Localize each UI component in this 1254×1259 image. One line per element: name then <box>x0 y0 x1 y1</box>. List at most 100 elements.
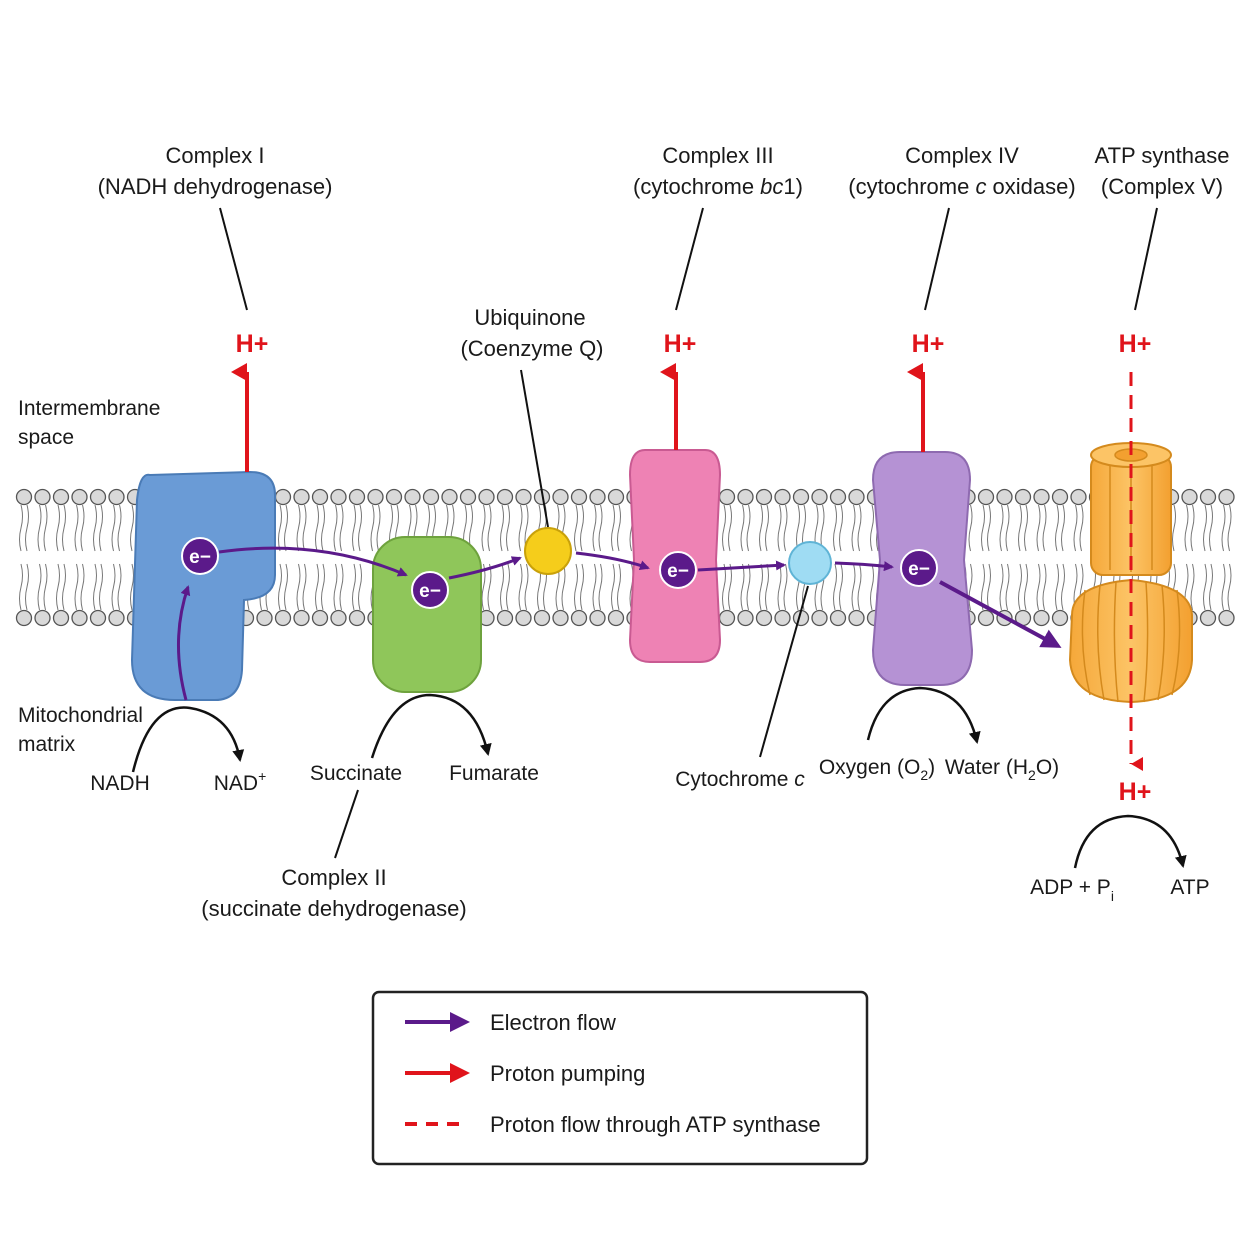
ubiquinone-subname: (Coenzyme Q) <box>460 336 603 361</box>
proton-label-atp-synthase-top: H+ <box>1119 330 1152 358</box>
lipid-tail <box>481 504 486 552</box>
oxygen-label: Oxygen (O2) <box>819 756 935 783</box>
lipid-tail <box>740 504 745 552</box>
electron-badge-complex-iii: e− <box>659 551 697 589</box>
complex-i-protein <box>130 470 276 701</box>
lipid-head <box>607 609 625 627</box>
lipid-tail <box>870 563 874 611</box>
lipid-head <box>71 609 88 627</box>
electron-arrow-complex-iv-to-atp-synthase <box>939 580 1062 648</box>
lipid-tail <box>987 563 991 611</box>
legend: Electron flow Proton pumping Proton flow… <box>371 990 869 1166</box>
lipid-tail <box>111 504 116 552</box>
atp-label: ATP <box>1170 876 1209 899</box>
lipid-tail <box>728 563 732 611</box>
lipid-tail <box>80 563 85 611</box>
lipid-tail <box>37 563 42 611</box>
lipid-tail <box>284 504 288 552</box>
lipid-tail <box>592 563 597 611</box>
lipid-head <box>552 609 569 627</box>
lipid-tail <box>740 563 745 611</box>
lipid-tail <box>111 563 116 611</box>
lipid-tail <box>777 504 782 552</box>
lipid-head <box>330 488 347 506</box>
lipid-tail <box>62 563 66 611</box>
lipid-head <box>774 609 791 627</box>
lipid-head <box>422 488 440 506</box>
lipid-tail <box>296 504 301 552</box>
lipid-head <box>311 488 329 506</box>
lipid-head <box>1181 488 1198 506</box>
lipid-tail <box>296 563 301 611</box>
lipid-head <box>533 609 551 627</box>
lipid-tail <box>284 563 288 611</box>
cytochrome-c-label: Cytochrome c <box>675 768 805 791</box>
lipid-tail <box>574 563 578 611</box>
lipid-head <box>385 488 403 506</box>
atp-synthase-name: ATP synthase <box>1095 143 1230 168</box>
lipid-head <box>515 488 532 506</box>
complex-iv-subname: (cytochrome c oxidase) <box>848 174 1075 199</box>
lipid-head <box>441 488 458 506</box>
lipid-tail <box>598 504 603 552</box>
lipid-tail <box>352 504 356 552</box>
complex-i-name: Complex I <box>165 143 264 168</box>
lipid-head <box>829 488 847 506</box>
lipid-head <box>404 488 421 506</box>
succinate-reaction-arrow <box>370 693 492 759</box>
lipid-tail <box>130 504 134 552</box>
lipid-tail <box>333 563 338 611</box>
lipid-tail <box>358 563 362 611</box>
lipid-tail <box>99 563 103 611</box>
lipid-tail <box>783 504 788 552</box>
lipid-tail <box>833 504 837 552</box>
nad-label: NAD+ <box>214 768 267 795</box>
lipid-tail <box>746 563 751 611</box>
lipid-head <box>256 609 273 627</box>
lipid-tail <box>1190 504 1195 552</box>
lipid-tail <box>25 563 29 611</box>
legend-item-proton-pumping: Proton pumping <box>405 1061 645 1086</box>
lipid-head <box>89 609 107 627</box>
adp-reaction-arrow <box>1073 814 1187 869</box>
lipid-tail <box>518 563 523 611</box>
lipid-tail <box>278 563 282 611</box>
ubiquinone-carrier <box>524 527 572 575</box>
electron-arrow-complex-iii-to-cytc <box>697 560 786 572</box>
lipid-tail <box>500 563 504 611</box>
lipid-head <box>15 488 33 506</box>
lipid-head <box>755 609 773 627</box>
lipid-tail <box>43 563 48 611</box>
lipid-tail <box>302 563 307 611</box>
lipid-tail <box>580 563 584 611</box>
leader-lines <box>219 207 1158 859</box>
lipid-tail <box>759 563 763 611</box>
lipid-tail <box>56 563 60 611</box>
lipid-tail <box>19 504 23 552</box>
lipid-tail <box>99 504 103 552</box>
complex-iii-name: Complex III <box>662 143 773 168</box>
lipid-tail <box>93 504 97 552</box>
lipid-tail <box>1005 504 1010 552</box>
lipid-head <box>52 609 70 627</box>
lipid-head <box>1051 488 1069 506</box>
lipid-tail <box>1221 504 1226 552</box>
lipid-head <box>570 488 588 506</box>
electron-badge-complex-ii: e− <box>411 571 449 609</box>
lipid-tail <box>968 563 973 611</box>
electron-arrow-complex-ii-to-q <box>448 556 522 580</box>
legend-item-electron-flow: Electron flow <box>405 1010 616 1035</box>
lipid-head <box>1218 609 1235 627</box>
lipid-tail <box>321 504 325 552</box>
lipid-tail <box>315 504 319 552</box>
lipid-head <box>1033 488 1050 506</box>
lipid-tail <box>302 504 307 552</box>
lipid-tail <box>62 504 66 552</box>
lipid-tail <box>598 563 603 611</box>
lipid-tail <box>580 504 584 552</box>
lipid-tail <box>1018 563 1022 611</box>
lipid-tail <box>1190 563 1195 611</box>
lipid-head <box>293 609 310 627</box>
lipid-head <box>330 609 347 627</box>
